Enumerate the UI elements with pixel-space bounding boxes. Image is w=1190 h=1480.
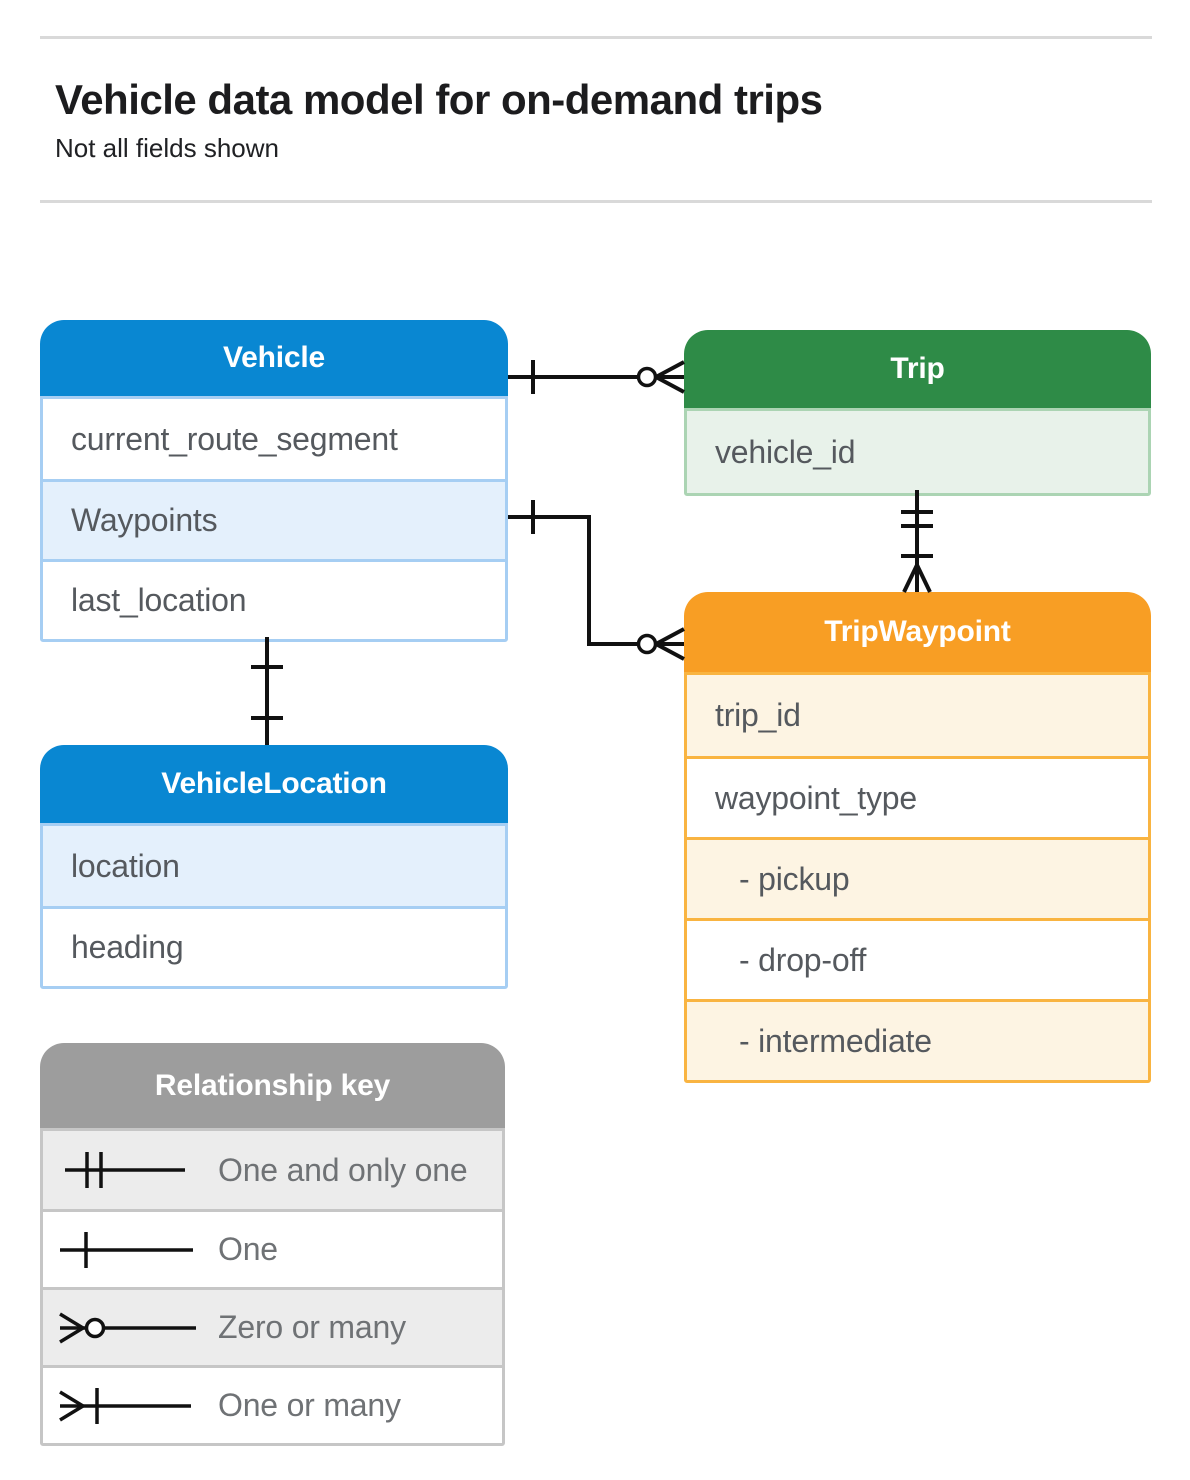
entity-table-vehicle-body: current_route_segment Waypoints last_loc… [40,396,508,642]
legend-row-one: One [43,1209,502,1287]
header-divider [40,200,1152,203]
field-row-pickup: - pickup [687,837,1148,918]
entity-table-trip-title: Trip [684,330,1151,408]
zero-or-many-icon [43,1306,218,1350]
entity-table-vehiclelocation: VehicleLocation location heading [40,745,508,989]
entity-table-tripwaypoint: TripWaypoint trip_id waypoint_type - pic… [684,592,1151,1083]
connector-trip-tripwaypoint [901,490,933,593]
entity-table-vehiclelocation-title: VehicleLocation [40,745,508,823]
field-row-heading: heading [43,906,505,986]
entity-table-tripwaypoint-body: trip_id waypoint_type - pickup - drop-of… [684,672,1151,1083]
field-row-current-route-segment: current_route_segment [43,399,505,479]
entity-table-trip-body: vehicle_id [684,408,1151,496]
page-title: Vehicle data model for on-demand trips [55,76,823,123]
field-row-intermediate: - intermediate [687,999,1148,1080]
legend-row-one-and-only-one: One and only one [43,1131,502,1209]
legend-row-one-or-many: One or many [43,1365,502,1443]
field-row-waypoint-type: waypoint_type [687,756,1148,837]
legend-row-zero-or-many: Zero or many [43,1287,502,1365]
connector-vehicle-vehiclelocation [251,637,283,745]
field-row-vehicle-id: vehicle_id [687,411,1148,493]
legend-label: One and only one [218,1151,468,1188]
one-and-only-one-icon [43,1148,218,1192]
entity-table-tripwaypoint-title: TripWaypoint [684,592,1151,672]
one-or-many-icon [43,1384,218,1428]
connector-vehicle-trip [508,360,685,394]
connector-vehicle-waypoints-tripwaypoint [508,500,685,661]
legend-label: One [218,1231,278,1267]
entity-table-vehicle: Vehicle current_route_segment Waypoints … [40,320,508,642]
page-subtitle: Not all fields shown [55,133,279,163]
relationship-key: Relationship key One and only one [40,1043,505,1446]
top-divider [40,36,1152,39]
field-row-location: location [43,826,505,906]
entity-table-trip: Trip vehicle_id [684,330,1151,496]
field-row-last-location: last_location [43,559,505,639]
field-row-waypoints: Waypoints [43,479,505,559]
field-row-trip-id: trip_id [687,675,1148,756]
one-icon [43,1228,218,1272]
relationship-key-body: One and only one One [40,1128,505,1446]
entity-table-vehiclelocation-body: location heading [40,823,508,989]
legend-label: Zero or many [218,1309,406,1345]
entity-table-vehicle-title: Vehicle [40,320,508,396]
relationship-key-title: Relationship key [40,1043,505,1128]
legend-label: One or many [218,1387,401,1423]
field-row-drop-off: - drop-off [687,918,1148,999]
